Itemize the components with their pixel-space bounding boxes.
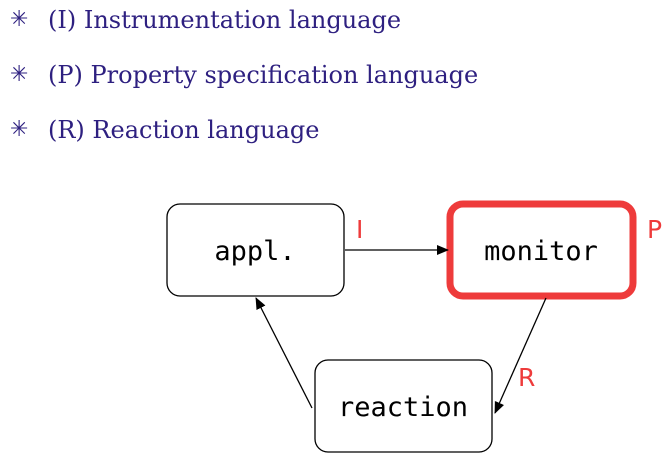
monitor-node: monitor <box>446 200 637 300</box>
reaction-box <box>314 359 493 453</box>
bullet-item-property: ✳ (P) Property specification language <box>10 55 478 95</box>
appl-label: appl. <box>214 236 295 267</box>
bullet-text-instrumentation: (I) Instrumentation language <box>48 6 402 34</box>
asterisk-icon: ✳ <box>10 117 29 142</box>
monitor-box <box>446 200 637 300</box>
edge-label-instrumentation: I <box>356 215 363 244</box>
monitor-label: monitor <box>484 236 598 267</box>
bullet-text-property: (P) Property specification language <box>48 61 479 89</box>
asterisk-icon: ✳ <box>10 7 29 32</box>
reaction-label: reaction <box>338 392 468 423</box>
bullet-item-instrumentation: ✳ (I) Instrumentation language <box>10 0 401 40</box>
arrow-monitor-to-reaction <box>494 297 547 414</box>
appl-box <box>166 203 345 297</box>
bullet-text-reaction: (R) Reaction language <box>48 116 320 144</box>
edge-label-property: P <box>647 215 662 244</box>
appl-node: appl. <box>166 203 345 297</box>
asterisk-icon: ✳ <box>10 62 29 87</box>
bullet-item-reaction: ✳ (R) Reaction language <box>10 110 319 150</box>
reaction-node: reaction <box>314 359 493 453</box>
arrow-reaction-to-appl <box>255 297 313 409</box>
edge-label-reaction: R <box>518 363 535 392</box>
